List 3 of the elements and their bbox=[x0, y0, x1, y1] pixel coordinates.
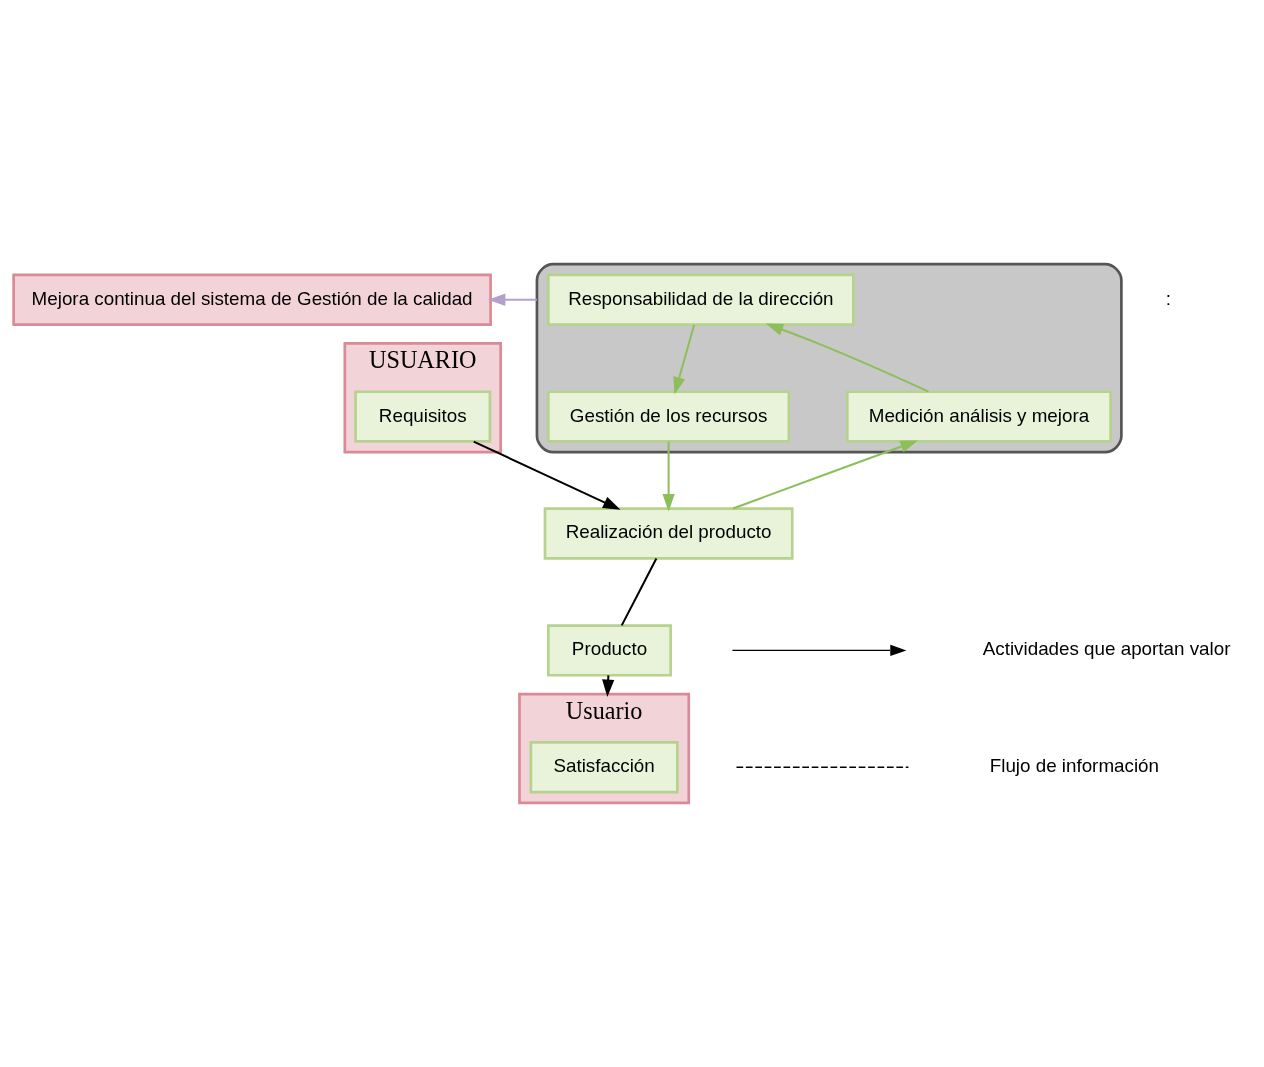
label: : bbox=[1165, 287, 1172, 309]
legend-label: Actividades que aportan valor bbox=[982, 638, 1231, 660]
legend-label: Flujo de información bbox=[989, 755, 1159, 777]
